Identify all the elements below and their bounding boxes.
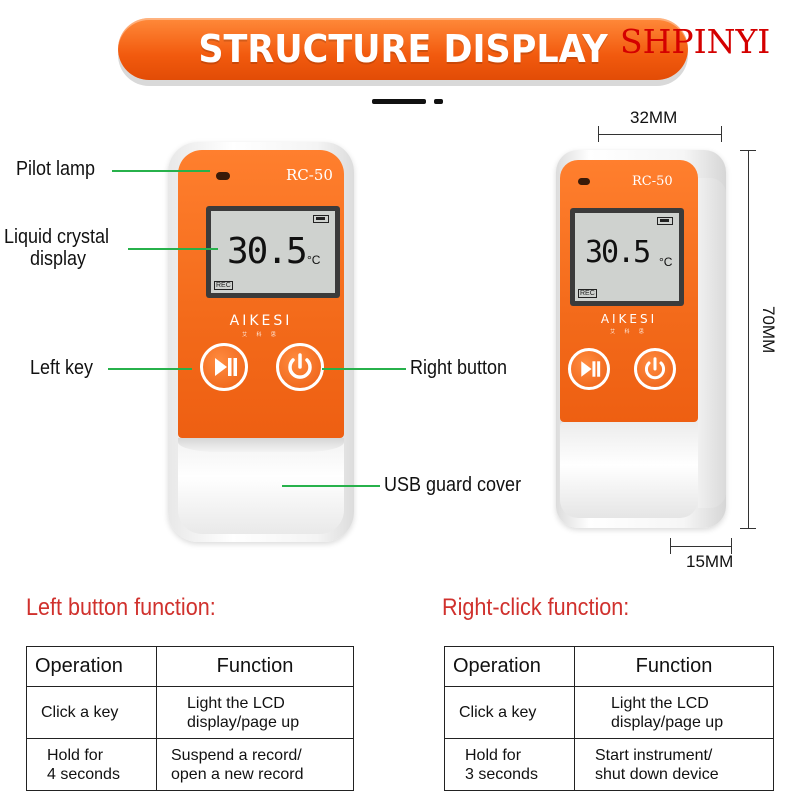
battery-icon [313, 215, 329, 223]
dimension-rule [670, 546, 732, 547]
dimension-width: 32MM [630, 108, 678, 127]
table-cell-operation: Hold for 3 seconds [444, 738, 575, 791]
dimension-tick [721, 126, 722, 142]
table-cell-function: Suspend a record/ open a new record [156, 738, 354, 791]
device-side: RC-50 30.5 °C REC AIKESI 艾 科 思 [556, 150, 726, 528]
power-icon [288, 353, 312, 379]
callout-line [128, 248, 218, 250]
play-pause-icon [215, 358, 237, 376]
usb-guard-cover [178, 438, 344, 534]
battery-icon [657, 217, 673, 225]
callout-right-button: Right button [410, 357, 508, 379]
banner-title: STRUCTURE DISPLAY [198, 27, 608, 71]
operation-line-2: 3 seconds [465, 765, 538, 783]
table-cell-operation: Hold for 4 seconds [26, 738, 157, 791]
callout-usb-cover: USB guard cover [384, 474, 522, 496]
left-function-table: Operation Function Click a key Light the… [26, 646, 354, 791]
callout-pilot-lamp: Pilot lamp [16, 158, 96, 180]
function-line-2: display/page up [611, 713, 724, 731]
operation-line-2: 4 seconds [47, 765, 120, 783]
play-pause-key[interactable] [568, 348, 610, 390]
lcd-unit: °C [307, 253, 321, 267]
dimension-height: 70MM [759, 306, 778, 354]
table-header-function: Function [156, 646, 354, 687]
device-face: RC-50 30.5 °C REC AIKESI 艾 科 思 [560, 160, 698, 422]
function-line-1: Light the LCD [611, 694, 709, 712]
device-face: RC-50 30.5 °C REC AIKESI 艾 科 思 [178, 150, 344, 438]
title-banner: STRUCTURE DISPLAY [118, 18, 688, 80]
lcd-reading: 30.5 [227, 231, 308, 272]
table-header-function: Function [574, 646, 774, 687]
device-brand-sub: 艾 科 思 [242, 332, 280, 338]
rec-indicator: REC [578, 289, 597, 298]
dimension-tick [740, 528, 756, 529]
dimension-tick [731, 538, 732, 554]
function-line-1: Suspend a record/ [171, 746, 302, 764]
lcd-screen: 30.5 °C REC [206, 206, 340, 298]
table-cell-function: Light the LCD display/page up [574, 686, 774, 739]
callout-lcd-line2: display [30, 248, 87, 270]
device-brand: AIKESI [600, 312, 658, 326]
function-line-2: shut down device [595, 765, 719, 783]
lcd-screen: 30.5 °C REC [570, 208, 684, 306]
dimension-tick [670, 538, 671, 554]
power-key[interactable] [276, 343, 324, 391]
callout-line [112, 170, 210, 172]
callout-lcd-line1: Liquid crystal [4, 226, 110, 248]
divider-dot [434, 99, 443, 104]
table-header-operation: Operation [444, 646, 575, 687]
rec-indicator: REC [214, 281, 233, 290]
dimension-depth: 15MM [686, 552, 734, 571]
function-line-1: Start instrument/ [595, 746, 713, 764]
table-cell-operation: Click a key [444, 686, 575, 739]
device-model: RC-50 [632, 174, 673, 189]
table-cell-operation: Click a key [26, 686, 157, 739]
left-section-title: Left button function: [26, 594, 216, 621]
usb-guard-cover [560, 422, 698, 518]
device-brand: AIKESI [229, 313, 293, 329]
watermark-text: SHPINYI [620, 22, 771, 61]
callout-left-key: Left key [30, 357, 94, 379]
divider-dash [372, 99, 426, 104]
lcd-reading: 30.5 [585, 235, 651, 270]
device-front: RC-50 30.5 °C REC AIKESI 艾 科 思 [168, 142, 354, 542]
right-section-title: Right-click function: [442, 594, 630, 621]
pilot-lamp [216, 172, 230, 180]
table-header-operation: Operation [26, 646, 157, 687]
operation-line-1: Hold for [47, 746, 104, 764]
device-brand-sub: 艾 科 思 [610, 329, 648, 335]
operation-line-1: Hold for [465, 746, 522, 764]
power-icon [644, 357, 666, 380]
dimension-rule [748, 150, 749, 528]
right-function-table: Operation Function Click a key Light the… [444, 646, 774, 791]
lcd-unit: °C [659, 255, 673, 269]
play-pause-key[interactable] [200, 343, 248, 391]
callout-line [108, 368, 192, 370]
table-cell-function: Light the LCD display/page up [156, 686, 354, 739]
callout-line [322, 368, 406, 370]
callout-line [282, 485, 380, 487]
table-cell-function: Start instrument/ shut down device [574, 738, 774, 791]
device-side-edge [698, 178, 726, 508]
dimension-rule [598, 134, 722, 135]
device-model: RC-50 [286, 166, 333, 184]
function-line-2: display/page up [187, 713, 300, 731]
play-pause-icon [581, 361, 601, 377]
power-key[interactable] [634, 348, 676, 390]
dimension-tick [740, 150, 756, 151]
function-line-2: open a new record [171, 765, 304, 783]
pilot-lamp [578, 178, 590, 185]
function-line-1: Light the LCD [187, 694, 285, 712]
dimension-tick [598, 126, 599, 142]
